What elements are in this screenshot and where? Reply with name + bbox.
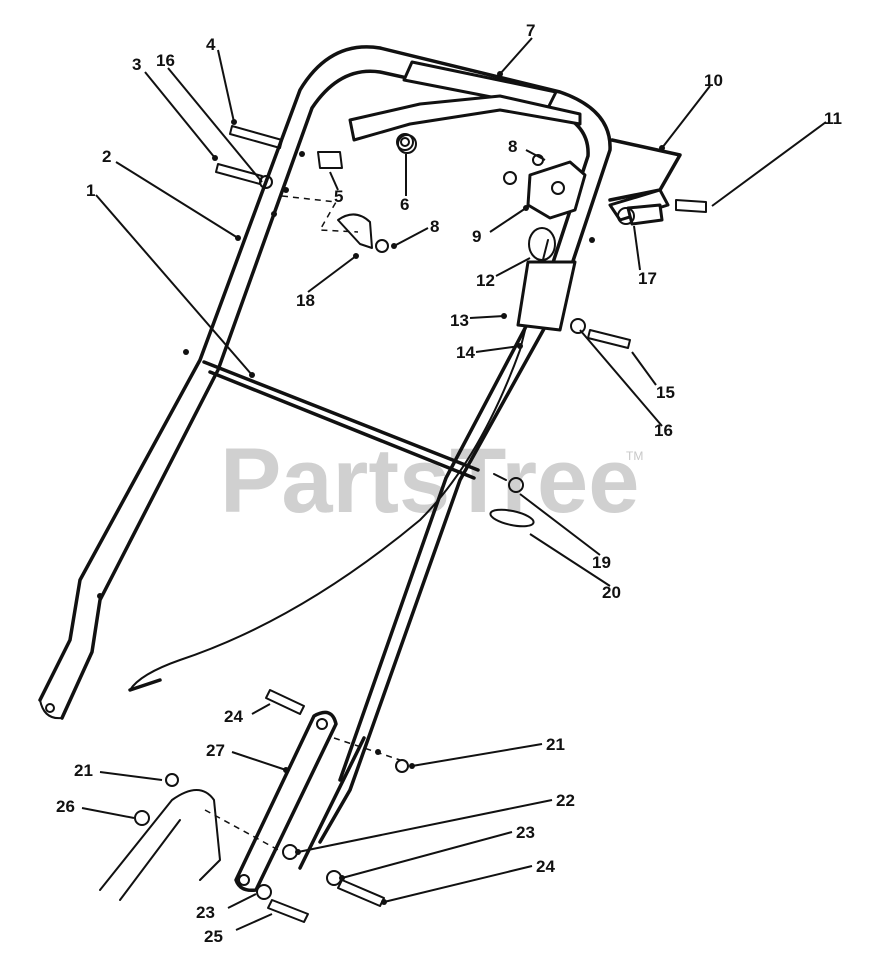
- cable-clip: [337, 213, 389, 253]
- control-cable: [128, 239, 549, 692]
- callout-21-right: 21: [546, 735, 565, 754]
- bolt-25: [267, 899, 309, 923]
- spacer-5: [317, 151, 343, 169]
- callout-22: 22: [556, 791, 575, 810]
- callout-2: 2: [102, 147, 111, 166]
- washer-23-right: [326, 870, 342, 886]
- alignment-line-upper: [281, 195, 359, 233]
- control-lever: [348, 94, 582, 151]
- callout-17: 17: [638, 269, 657, 288]
- bolt-3: [215, 163, 273, 189]
- callout-5: 5: [334, 187, 343, 206]
- bolt-4: [229, 125, 283, 149]
- callout-19: 19: [592, 553, 611, 572]
- callout-labels: 1 2 3 16 4 5 6 7 10 11 8 8 9 17 18 12 13…: [56, 21, 842, 946]
- nut-21-lower: [165, 773, 179, 787]
- callout-7: 7: [526, 21, 535, 40]
- watermark-trademark: TM: [626, 449, 643, 463]
- cable-tie-20: [489, 508, 535, 528]
- lower-bracket: [234, 710, 366, 893]
- callout-9: 9: [472, 227, 481, 246]
- nut-21-right: [395, 759, 409, 773]
- callout-6: 6: [400, 195, 409, 214]
- callout-20: 20: [602, 583, 621, 602]
- leader-lines: [81, 37, 827, 931]
- callout-18: 18: [296, 291, 315, 310]
- callout-4: 4: [206, 35, 216, 54]
- callout-15: 15: [656, 383, 675, 402]
- callout-10: 10: [704, 71, 723, 90]
- callout-16-lower: 16: [654, 421, 673, 440]
- bolt-24-lower: [337, 879, 385, 907]
- nut-26: [134, 810, 150, 826]
- callout-24-lower: 24: [536, 857, 555, 876]
- callout-14: 14: [456, 343, 475, 362]
- alignment-line-mid: [333, 737, 401, 761]
- callout-23-right: 23: [516, 823, 535, 842]
- callout-1: 1: [86, 181, 95, 200]
- nut-6: [397, 134, 417, 154]
- washer-22: [282, 844, 298, 860]
- callout-24-upper: 24: [224, 707, 243, 726]
- handle-knob: [617, 203, 664, 226]
- callout-25: 25: [204, 927, 223, 946]
- control-plate: [503, 154, 587, 220]
- callout-13: 13: [450, 311, 469, 330]
- callout-11: 11: [824, 109, 842, 128]
- cable-bracket: [516, 227, 577, 332]
- rear-bracket: [608, 138, 682, 222]
- callout-27: 27: [206, 741, 225, 760]
- pin-19: [493, 473, 524, 493]
- bolt-15: [570, 318, 631, 349]
- crossbar: [202, 360, 480, 480]
- callout-3: 3: [132, 55, 141, 74]
- bolt-11: [675, 199, 707, 213]
- callout-8-right: 8: [508, 137, 517, 156]
- alignment-line-lower: [204, 809, 283, 853]
- upper-handle: [38, 45, 612, 844]
- callout-8-left: 8: [430, 217, 439, 236]
- bolt-24-upper: [265, 689, 305, 715]
- callout-26: 26: [56, 797, 75, 816]
- callout-16-upper: 16: [156, 51, 175, 70]
- callout-21-left: 21: [74, 761, 93, 780]
- washer-23-left: [256, 884, 272, 900]
- watermark: PartsTree: [220, 430, 639, 532]
- callout-12: 12: [476, 271, 495, 290]
- deck-mount: [99, 789, 221, 901]
- leader-dots: [97, 71, 665, 905]
- callout-23-left: 23: [196, 903, 215, 922]
